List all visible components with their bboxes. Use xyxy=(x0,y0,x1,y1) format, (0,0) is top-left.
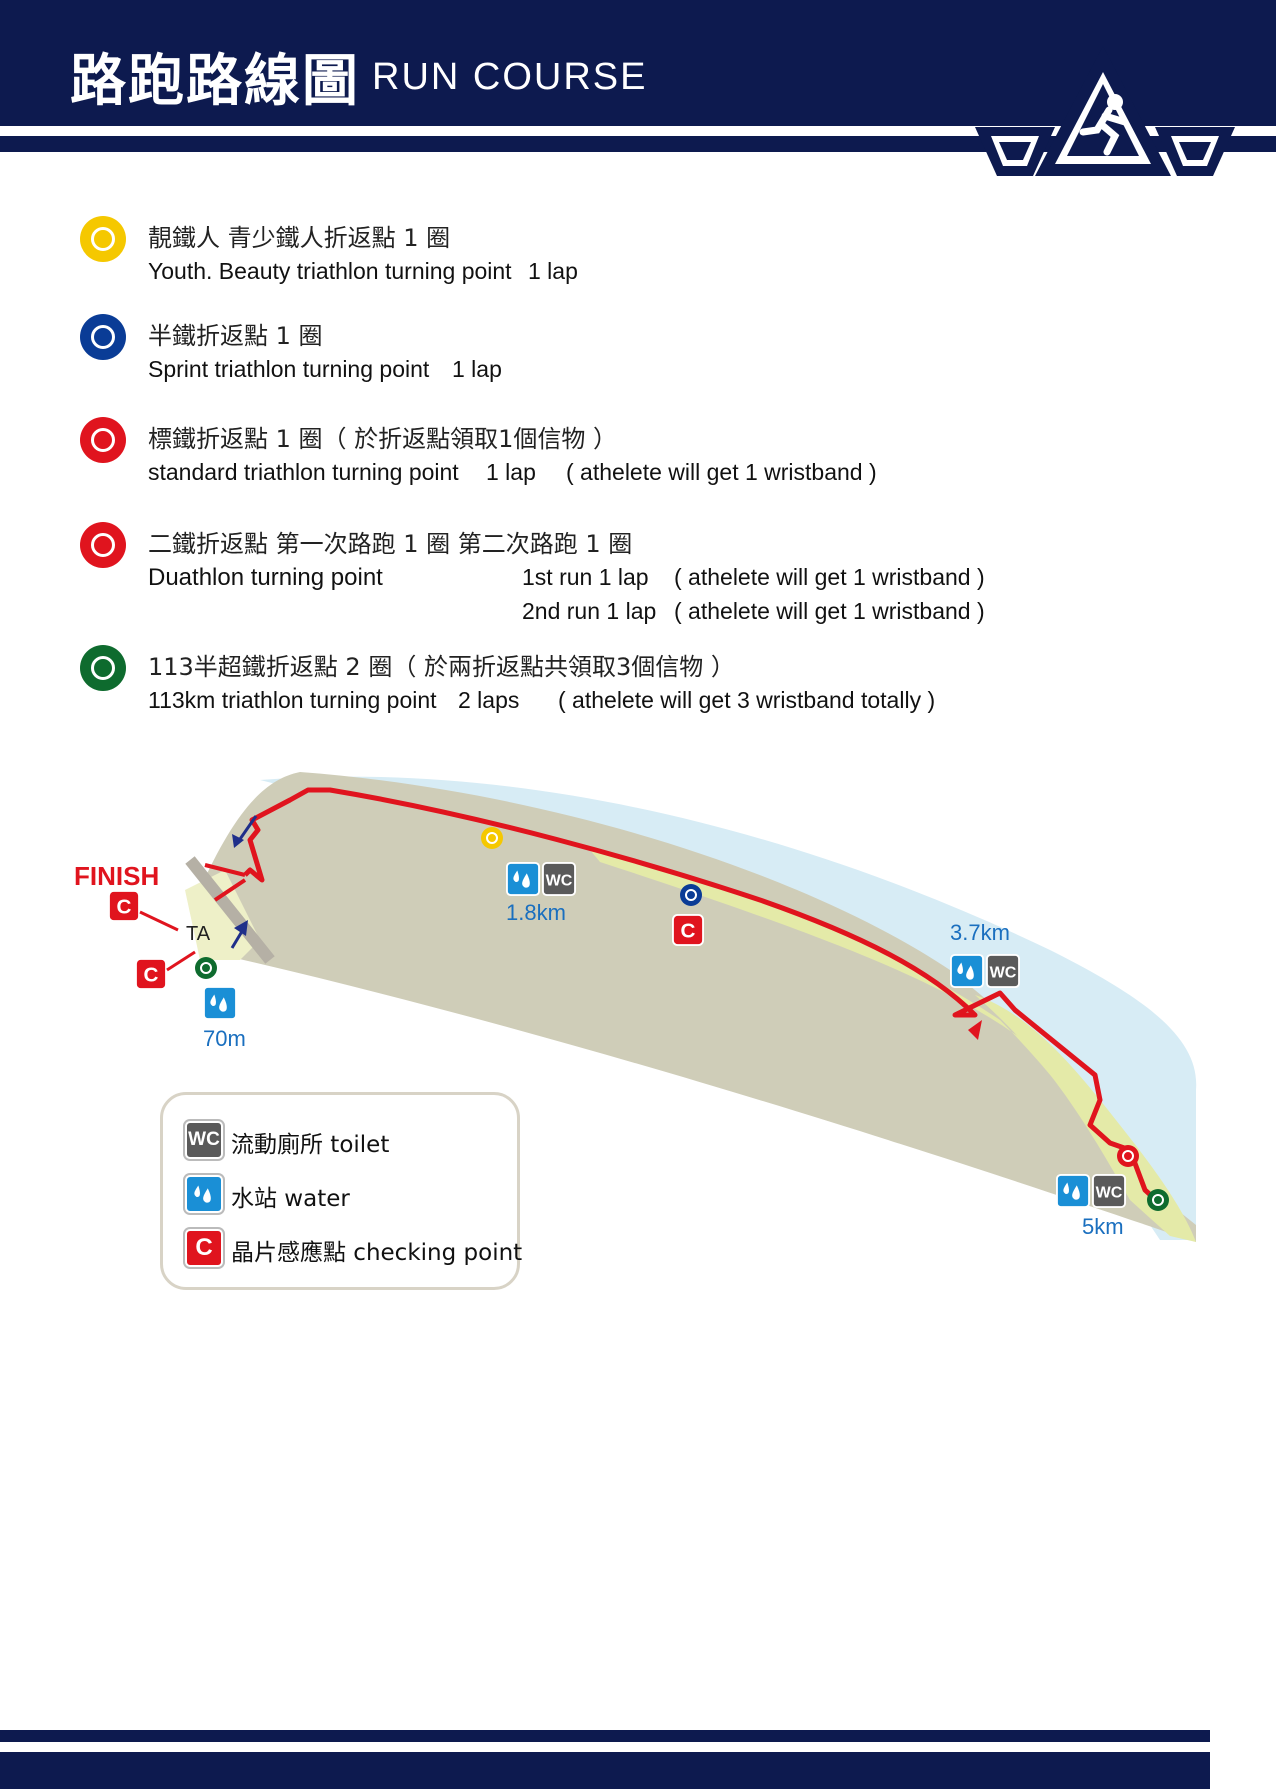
checkpoint-leader-line xyxy=(166,950,196,972)
checkpoint-icon xyxy=(108,890,140,922)
legend-en-laps: 1 lap xyxy=(486,459,536,485)
ta-label: TA xyxy=(186,923,211,945)
toilet-icon: WC xyxy=(185,1121,223,1159)
legend-en-laps: 1 lap xyxy=(528,258,578,284)
legend-en-name: 113km triathlon turning point xyxy=(148,687,437,713)
red-marker-icon xyxy=(80,417,126,463)
water-icon xyxy=(950,954,984,988)
station-1-8km: 1.8km xyxy=(506,862,576,925)
legend-en-name: standard triathlon turning point xyxy=(148,459,459,485)
direction-arrow-icon xyxy=(232,815,258,848)
green-turn-point-icon xyxy=(1147,1189,1169,1211)
page-title-en: RUN COURSE xyxy=(372,56,648,98)
blue-turn-point-icon xyxy=(680,884,702,906)
page-title-zh: 路跑路線圖 xyxy=(70,49,360,114)
station-3-7km: 3.7km xyxy=(950,920,1020,988)
finish-label: FINISH xyxy=(74,861,159,891)
map-key: WC 流動廁所 toilet 水站 water C 晶片感應點 checking… xyxy=(160,1092,523,1290)
station-distance-label: 5km xyxy=(1082,1214,1124,1239)
water-icon xyxy=(506,862,540,896)
legend-en-name: Youth. Beauty triathlon turning point xyxy=(148,258,512,284)
direction-arrow-icon xyxy=(230,920,248,949)
toilet-icon xyxy=(542,862,576,896)
red-marker-icon xyxy=(80,522,126,568)
legend-zh: 靚鐵人 青少鐵人折返點 1 圈 xyxy=(148,224,451,252)
red-turn-point-icon xyxy=(1117,1145,1139,1167)
station-distance-label: 1.8km xyxy=(506,900,566,925)
triathlon-runner-logo-icon xyxy=(975,44,1235,189)
station-distance-label: 3.7km xyxy=(950,920,1010,945)
key-label: 晶片感應點 checking point xyxy=(231,1240,523,1266)
toilet-icon xyxy=(1092,1174,1126,1208)
finish-leader-line xyxy=(139,910,179,932)
footer-band xyxy=(0,1752,1210,1789)
legend-en-laps: 1st run 1 lap xyxy=(522,564,649,590)
route-arrow-icon xyxy=(968,1020,982,1040)
checkpoint-icon xyxy=(672,914,704,946)
station-distance-label: 70m xyxy=(203,1026,246,1051)
water-icon xyxy=(1056,1174,1090,1208)
legend-en-laps: 2 laps xyxy=(458,687,520,713)
checkpoint-icon: C xyxy=(185,1229,223,1267)
transition-area xyxy=(185,870,260,960)
toilet-icon xyxy=(986,954,1020,988)
legend-zh: 標鐵折返點 1 圈（ 於折返點領取1個信物 ） xyxy=(148,425,618,453)
header-stripe xyxy=(0,136,1276,152)
legend-en-laps-2: 2nd run 1 lap xyxy=(522,598,657,624)
land-area xyxy=(195,772,1196,1242)
legend-en-note: ( athelete will get 1 wristband ) xyxy=(566,459,877,485)
legend-en-name: Duathlon turning point xyxy=(148,564,383,591)
footer-stripe xyxy=(0,1730,1210,1742)
route-to-finish xyxy=(204,863,247,902)
legend-en-note-2: ( athelete will get 1 wristband ) xyxy=(674,598,985,624)
station-5km: 5km xyxy=(1056,1174,1126,1239)
yellow-marker-icon xyxy=(80,216,126,262)
legend-en-name: Sprint triathlon turning point xyxy=(148,356,430,382)
blue-marker-icon xyxy=(80,314,126,360)
legend-en-note: ( athelete will get 1 wristband ) xyxy=(674,564,985,590)
water-icon xyxy=(185,1175,223,1213)
key-label: 流動廁所 toilet xyxy=(231,1132,390,1158)
page-header: 路跑路線圖 RUN COURSE xyxy=(0,0,1276,126)
legend-en-laps: 1 lap xyxy=(452,356,502,382)
checkpoint-icon xyxy=(135,958,167,990)
legend-zh: 113半超鐵折返點 2 圈（ 於兩折返點共領取3個信物 ） xyxy=(148,653,735,681)
station-70m: 70m xyxy=(203,986,246,1051)
yellow-turn-point-icon xyxy=(481,827,503,849)
legend-zh: 二鐵折返點 第一次路跑 1 圈 第二次路跑 1 圈 xyxy=(148,530,633,558)
ta-road xyxy=(185,856,275,964)
water-icon xyxy=(203,986,237,1020)
green-turn-point-icon xyxy=(195,957,217,979)
run-route xyxy=(243,787,1158,1202)
key-label: 水站 water xyxy=(231,1186,350,1212)
legend-en-note: ( athelete will get 3 wristband totally … xyxy=(558,687,936,713)
green-marker-icon xyxy=(80,645,126,691)
legend-zh: 半鐵折返點 1 圈 xyxy=(148,322,323,350)
